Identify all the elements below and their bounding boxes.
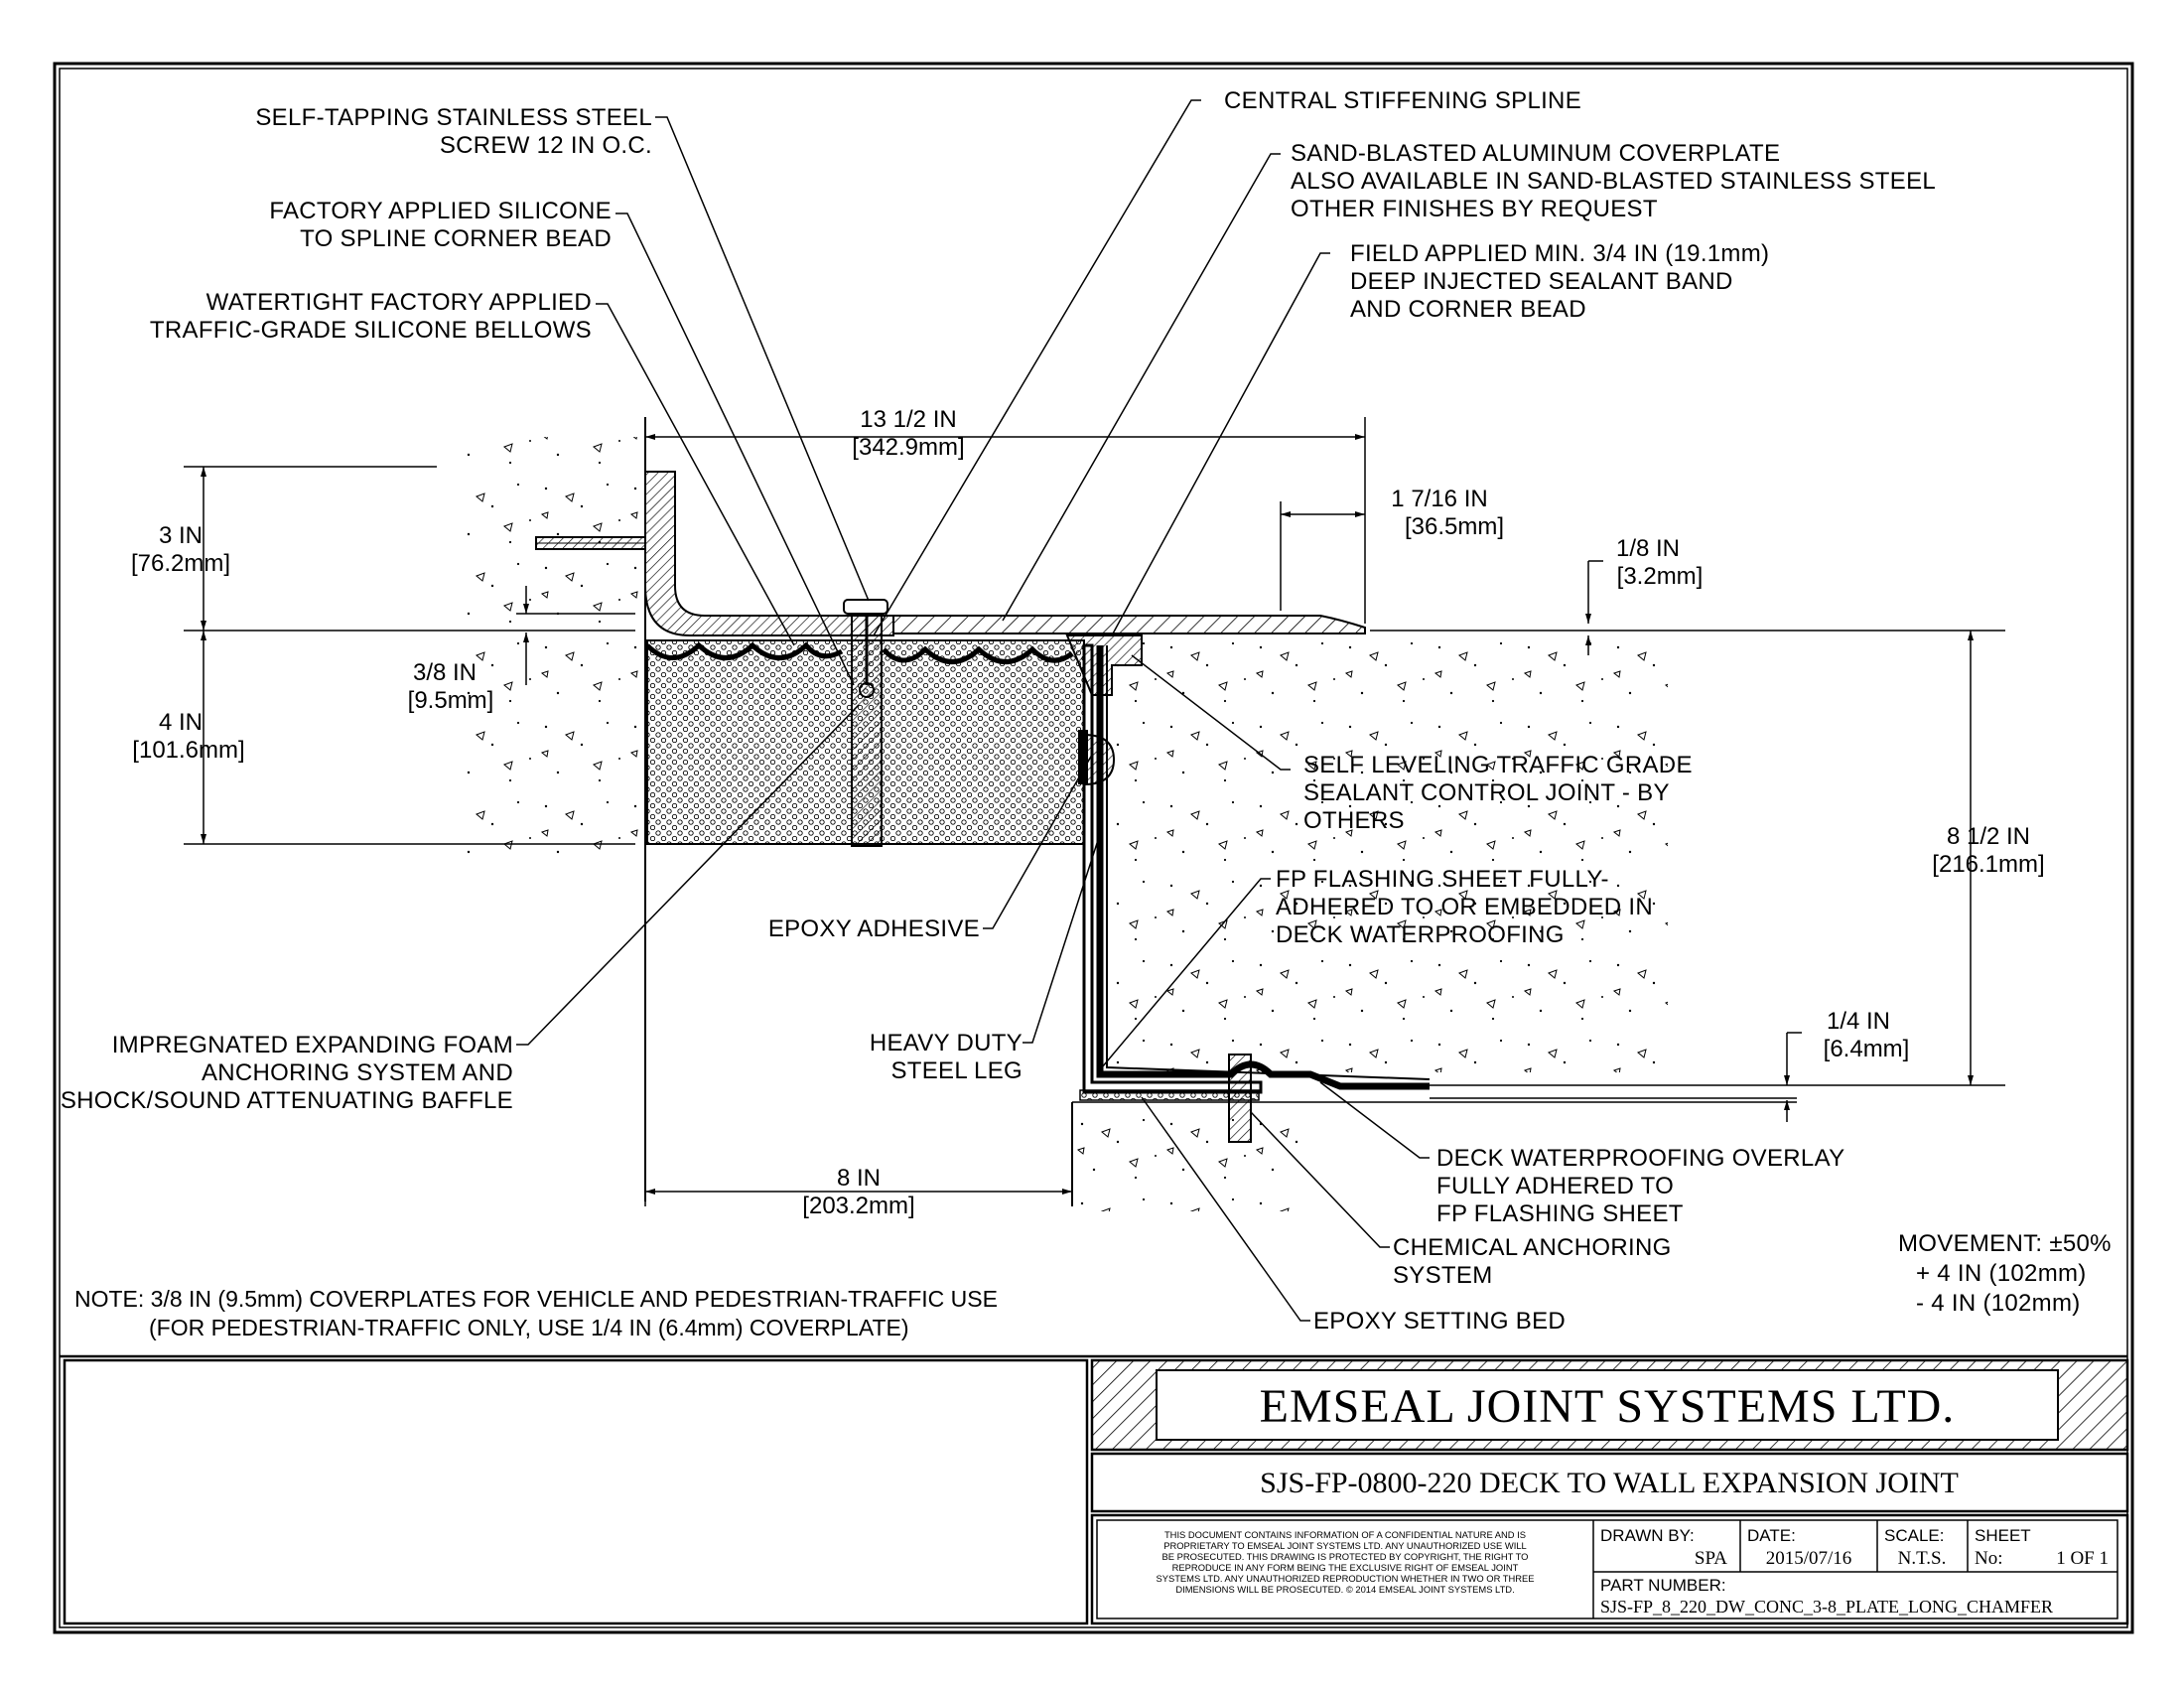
drawn-by-label: DRAWN BY: xyxy=(1600,1526,1695,1545)
label-control-joint-1: SELF LEVELING TRAFFIC GRADE xyxy=(1303,752,1693,778)
company-name: EMSEAL JOINT SYSTEMS LTD. xyxy=(1260,1380,1956,1433)
dim-plate-edge-1: 1/8 IN xyxy=(1616,535,1680,562)
label-coverplate-3: OTHER FINISHES BY REQUEST xyxy=(1291,196,1658,222)
lower-wall-concrete xyxy=(1072,1102,1300,1211)
scale-label: SCALE: xyxy=(1884,1526,1944,1545)
part-number-label: PART NUMBER: xyxy=(1600,1576,1726,1595)
note-line-2: (FOR PEDESTRIAN-TRAFFIC ONLY, USE 1/4 IN… xyxy=(149,1315,909,1340)
note-line-1: NOTE: 3/8 IN (9.5mm) COVERPLATES FOR VEH… xyxy=(74,1286,998,1312)
movement-line-2: + 4 IN (102mm) xyxy=(1916,1260,2087,1287)
dim-quarter-1: 1/4 IN xyxy=(1827,1008,1890,1035)
dim-width-8-2: [203.2mm] xyxy=(802,1193,914,1219)
company-banner xyxy=(1156,1369,2059,1441)
label-bellows-2: TRAFFIC-GRADE SILICONE BELLOWS xyxy=(150,317,592,344)
label-coverplate-2: ALSO AVAILABLE IN SAND-BLASTED STAINLESS… xyxy=(1291,168,1936,195)
dim-width-total-2: [342.9mm] xyxy=(852,434,964,461)
disclaimer-line-3: BE PROSECUTED. THIS DRAWING IS PROTECTED… xyxy=(1162,1551,1529,1562)
outer-border xyxy=(53,62,2134,1634)
sheet-label: SHEET xyxy=(1975,1526,2031,1545)
dim-chamfer-1: 1 7/16 IN xyxy=(1391,486,1487,512)
inner-border xyxy=(59,68,2128,1628)
label-screw-2: SCREW 12 IN O.C. xyxy=(440,132,652,159)
label-foam-3: SHOCK/SOUND ATTENUATING BAFFLE xyxy=(61,1087,513,1114)
epoxy-adhesive-lobe xyxy=(1083,733,1116,786)
label-sealant-band-2: DEEP INJECTED SEALANT BAND xyxy=(1350,268,1733,295)
scale-value: N.T.S. xyxy=(1898,1548,1947,1569)
disclaimer-line-5: SYSTEMS LTD. ANY UNAUTHORIZED REPRODUCTI… xyxy=(1156,1573,1534,1584)
coverplate xyxy=(892,615,1366,634)
blank-revision-area xyxy=(63,1358,1089,1625)
label-steel-leg-2: STEEL LEG xyxy=(890,1057,1023,1084)
dim-height-3-1: 3 IN xyxy=(159,522,203,549)
dim-chamfer-2: [36.5mm] xyxy=(1405,513,1504,540)
dim-height-total-1: 8 1/2 IN xyxy=(1947,823,2030,850)
silicone-bellows xyxy=(645,641,1074,664)
sealant-corner-bead xyxy=(1065,634,1143,696)
label-overlay-1: DECK WATERPROOFING OVERLAY xyxy=(1436,1145,1844,1172)
disclaimer-line-1: THIS DOCUMENT CONTAINS INFORMATION OF A … xyxy=(1164,1529,1526,1540)
label-control-joint-2: SEALANT CONTROL JOINT - BY xyxy=(1303,779,1670,806)
deck-slab xyxy=(1112,635,1668,1072)
section-drawing xyxy=(467,417,2005,1211)
label-coverplate-1: SAND-BLASTED ALUMINUM COVERPLATE xyxy=(1291,140,1780,167)
dim-plate-thick-2: [9.5mm] xyxy=(408,687,494,714)
drawing-title: SJS-FP-0800-220 DECK TO WALL EXPANSION J… xyxy=(1260,1467,1959,1499)
label-foam-1: IMPREGNATED EXPANDING FOAM xyxy=(112,1032,513,1058)
label-sealant-band-3: AND CORNER BEAD xyxy=(1350,296,1586,323)
dim-width-total-1: 13 1/2 IN xyxy=(860,406,956,433)
label-screw-1: SELF-TAPPING STAINLESS STEEL xyxy=(255,104,652,131)
label-control-joint-3: OTHERS xyxy=(1303,807,1405,834)
title-block: EMSEAL JOINT SYSTEMS LTD. SJS-FP-0800-22… xyxy=(60,1354,2129,1625)
label-flashing-2: ADHERED TO OR EMBEDDED IN xyxy=(1276,894,1653,920)
label-bellows-1: WATERTIGHT FACTORY APPLIED xyxy=(206,289,592,316)
dim-quarter-2: [6.4mm] xyxy=(1824,1036,1910,1062)
label-setting-bed: EPOXY SETTING BED xyxy=(1313,1308,1566,1335)
sheet-value: 1 OF 1 xyxy=(2056,1548,2109,1569)
dim-plate-thick-1: 3/8 IN xyxy=(413,659,477,686)
movement-line-3: - 4 IN (102mm) xyxy=(1916,1290,2081,1317)
label-flashing-1: FP FLASHING SHEET FULLY- xyxy=(1276,866,1609,893)
label-steel-leg-1: HEAVY DUTY xyxy=(870,1030,1023,1056)
dim-height-4-2: [101.6mm] xyxy=(132,737,244,764)
date-value: 2015/07/16 xyxy=(1766,1548,1852,1569)
disclaimer-line-6: DIMENSIONS WILL BE PROSECUTED. © 2014 EM… xyxy=(1175,1584,1514,1595)
disclaimer-line-2: PROPRIETARY TO EMSEAL JOINT SYSTEMS LTD.… xyxy=(1163,1540,1527,1551)
date-label: DATE: xyxy=(1747,1526,1796,1545)
left-substrate xyxy=(467,437,645,854)
dim-width-8-1: 8 IN xyxy=(837,1165,881,1192)
label-overlay-2: FULLY ADHERED TO xyxy=(1436,1173,1674,1199)
label-overlay-3: FP FLASHING SHEET xyxy=(1436,1200,1684,1227)
part-number-value: SJS-FP_8_220_DW_CONC_3-8_PLATE_LONG_CHAM… xyxy=(1600,1597,2053,1617)
stainless-screw xyxy=(843,599,888,615)
label-sealant-band-1: FIELD APPLIED MIN. 3/4 IN (19.1mm) xyxy=(1350,240,1769,267)
label-silicone-bead-2: TO SPLINE CORNER BEAD xyxy=(300,225,612,252)
label-foam-2: ANCHORING SYSTEM AND xyxy=(202,1059,513,1086)
dim-plate-edge-2: [3.2mm] xyxy=(1617,563,1704,590)
epoxy-setting-bed xyxy=(1079,1089,1260,1101)
leader-lines xyxy=(516,99,1430,1322)
dim-height-3-2: [76.2mm] xyxy=(131,550,230,577)
dim-height-total-2: [216.1mm] xyxy=(1932,851,2044,878)
callout-labels: SELF-TAPPING STAINLESS STEEL SCREW 12 IN… xyxy=(61,87,1936,1335)
label-silicone-bead-1: FACTORY APPLIED SILICONE xyxy=(269,198,612,224)
label-anchoring-1: CHEMICAL ANCHORING xyxy=(1393,1234,1672,1261)
label-spline: CENTRAL STIFFENING SPLINE xyxy=(1224,87,1581,114)
label-epoxy-adhesive: EPOXY ADHESIVE xyxy=(768,915,980,942)
movement-line-1: MOVEMENT: ±50% xyxy=(1898,1230,2112,1257)
dim-height-4-1: 4 IN xyxy=(159,709,203,736)
label-anchoring-2: SYSTEM xyxy=(1393,1262,1492,1289)
dimension-text: 13 1/2 IN [342.9mm] 1 7/16 IN [36.5mm] 1… xyxy=(131,406,2045,1219)
sheet-no-label: No: xyxy=(1975,1548,2003,1569)
dimension-lines xyxy=(184,417,1974,1206)
label-flashing-3: DECK WATERPROOFING xyxy=(1276,921,1565,948)
drawn-by-value: SPA xyxy=(1695,1548,1727,1569)
disclaimer-line-4: REPRODUCE IN ANY FORM BEING THE EXCLUSIV… xyxy=(1172,1562,1519,1573)
